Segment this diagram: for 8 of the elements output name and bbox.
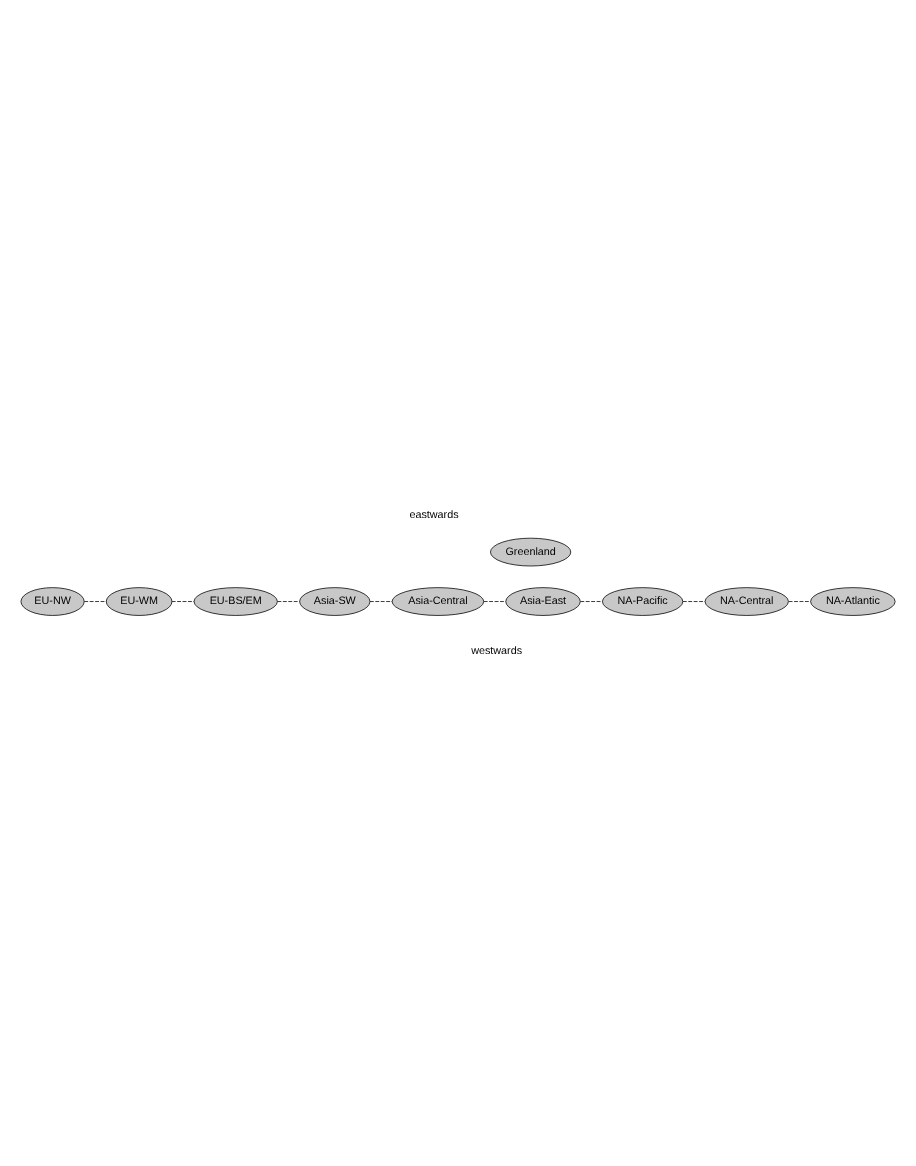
connector	[483, 601, 506, 602]
connector	[83, 601, 107, 602]
connector	[788, 601, 811, 602]
connector	[369, 601, 393, 602]
connector	[171, 601, 195, 602]
connector	[580, 601, 603, 602]
connector	[277, 601, 300, 602]
connector	[682, 601, 706, 602]
